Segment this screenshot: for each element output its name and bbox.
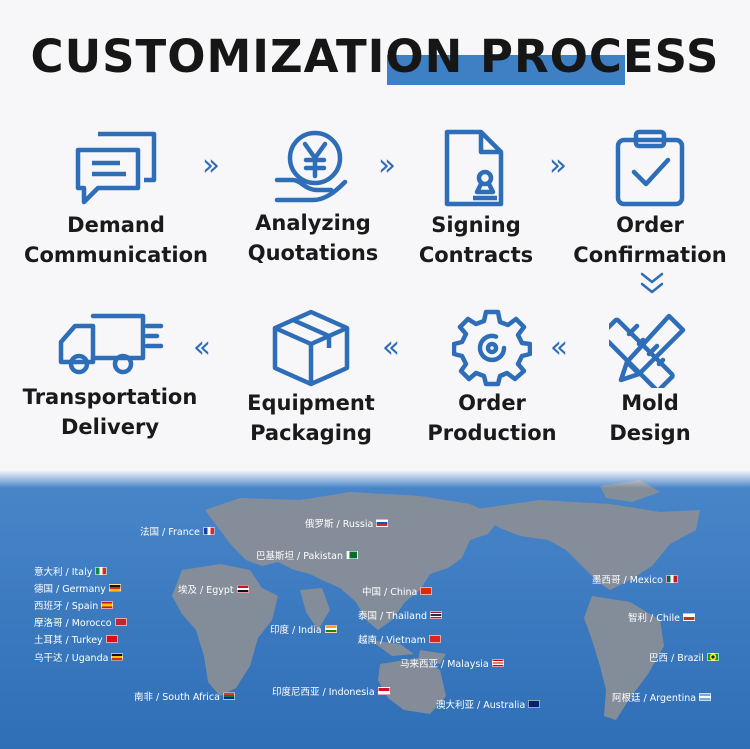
country-label: 俄罗斯 / Russia [305, 516, 389, 530]
country-label: 印度 / India [270, 622, 337, 636]
world-map: 法国 / France 俄罗斯 / Russia 巴基斯坦 / Pakistan… [0, 470, 750, 749]
step-label-line2: Delivery [60, 415, 160, 439]
yen-coin-hand-icon [274, 130, 348, 203]
flag-icon [111, 653, 124, 661]
document-stamp-icon [444, 129, 504, 207]
step-label-line1: Analyzing [255, 211, 371, 235]
step-label-line2: Design [609, 421, 691, 445]
flag-icon [324, 625, 337, 633]
step-label-line2: Packaging [250, 421, 372, 445]
country-label: 南非 / South Africa [134, 689, 235, 703]
step-label-line1: Mold [621, 391, 679, 415]
flag-icon [222, 692, 235, 700]
flag-icon [491, 659, 504, 667]
page-title: CUSTOMIZATION PROCESS [30, 30, 720, 83]
country-label: 埃及 / Egypt [178, 582, 249, 596]
step-order-production: Order Production [392, 308, 592, 448]
country-label: 墨西哥 / Mexico [592, 572, 678, 586]
flag-icon [706, 653, 719, 661]
flag-icon [95, 567, 108, 575]
step-label-line1: Transportation [22, 385, 198, 409]
flag-icon [528, 700, 541, 708]
step-label-line1: Order [616, 213, 684, 237]
step-analyzing-quotations: Analyzing Quotations [213, 128, 413, 268]
box-icon [272, 309, 350, 387]
country-label: 巴西 / Brazil [649, 650, 719, 664]
step-order-confirmation: Order Confirmation [550, 128, 750, 270]
down-chevron-icon [638, 268, 666, 304]
flag-icon [105, 635, 118, 643]
country-label: 泰国 / Thailand [358, 608, 443, 622]
step-label-line2: Quotations [247, 241, 379, 265]
country-label: 印度尼西亚 / Indonesia [272, 684, 390, 698]
step-label-line2: Contracts [418, 243, 534, 267]
country-label: 意大利 / Italy [34, 564, 108, 578]
flag-icon [376, 519, 389, 527]
flag-icon [699, 693, 712, 701]
step-label-line2: Communication [24, 243, 208, 267]
title-highlight-bar [387, 55, 625, 85]
step-label-line2: Confirmation [573, 243, 727, 267]
flag-icon [420, 587, 433, 595]
step-label-line1: Equipment [247, 391, 375, 415]
country-label: 西班牙 / Spain [34, 598, 114, 612]
country-label: 巴基斯坦 / Pakistan [256, 548, 359, 562]
country-label: 法国 / France [140, 524, 215, 538]
flag-icon [428, 635, 441, 643]
country-label: 德国 / Germany [34, 581, 121, 595]
flag-icon [683, 613, 696, 621]
flag-icon [346, 551, 359, 559]
step-equipment-packaging: Equipment Packaging [211, 308, 411, 448]
country-label: 阿根廷 / Argentina [612, 690, 712, 704]
clipboard-check-icon [615, 129, 685, 207]
country-label: 乌干达 / Uganda [34, 650, 124, 664]
country-label: 智利 / Chile [628, 610, 696, 624]
flag-icon [236, 585, 249, 593]
chat-bubbles-icon [75, 131, 157, 205]
step-label-line1: Signing [431, 213, 521, 237]
country-label: 中国 / China [362, 584, 433, 598]
step-label-line1: Order [458, 391, 526, 415]
flag-icon [101, 601, 114, 609]
flag-icon [377, 687, 390, 695]
country-label: 澳大利亚 / Australia [436, 697, 541, 711]
step-mold-design: Mold Design [550, 308, 750, 448]
country-label: 土耳其 / Turkey [34, 632, 118, 646]
step-label-line1: Demand [67, 213, 165, 237]
country-label: 马来西亚 / Malaysia [400, 656, 504, 670]
ruler-pencil-icon [609, 313, 686, 388]
flag-icon [114, 618, 127, 626]
flag-icon [202, 527, 215, 535]
country-label: 越南 / Vietnam [358, 632, 441, 646]
step-signing-contracts: Signing Contracts [376, 128, 576, 270]
country-label: 摩洛哥 / Morocco [34, 615, 127, 629]
step-transportation-delivery: Transportation Delivery [10, 312, 210, 442]
flag-icon [430, 611, 443, 619]
gear-icon [452, 309, 532, 387]
truck-icon [58, 313, 164, 375]
step-label-line2: Production [427, 421, 557, 445]
flag-icon [108, 584, 121, 592]
step-demand-communication: Demand Communication [16, 128, 216, 270]
flag-icon [665, 575, 678, 583]
world-map-continents [172, 480, 700, 720]
